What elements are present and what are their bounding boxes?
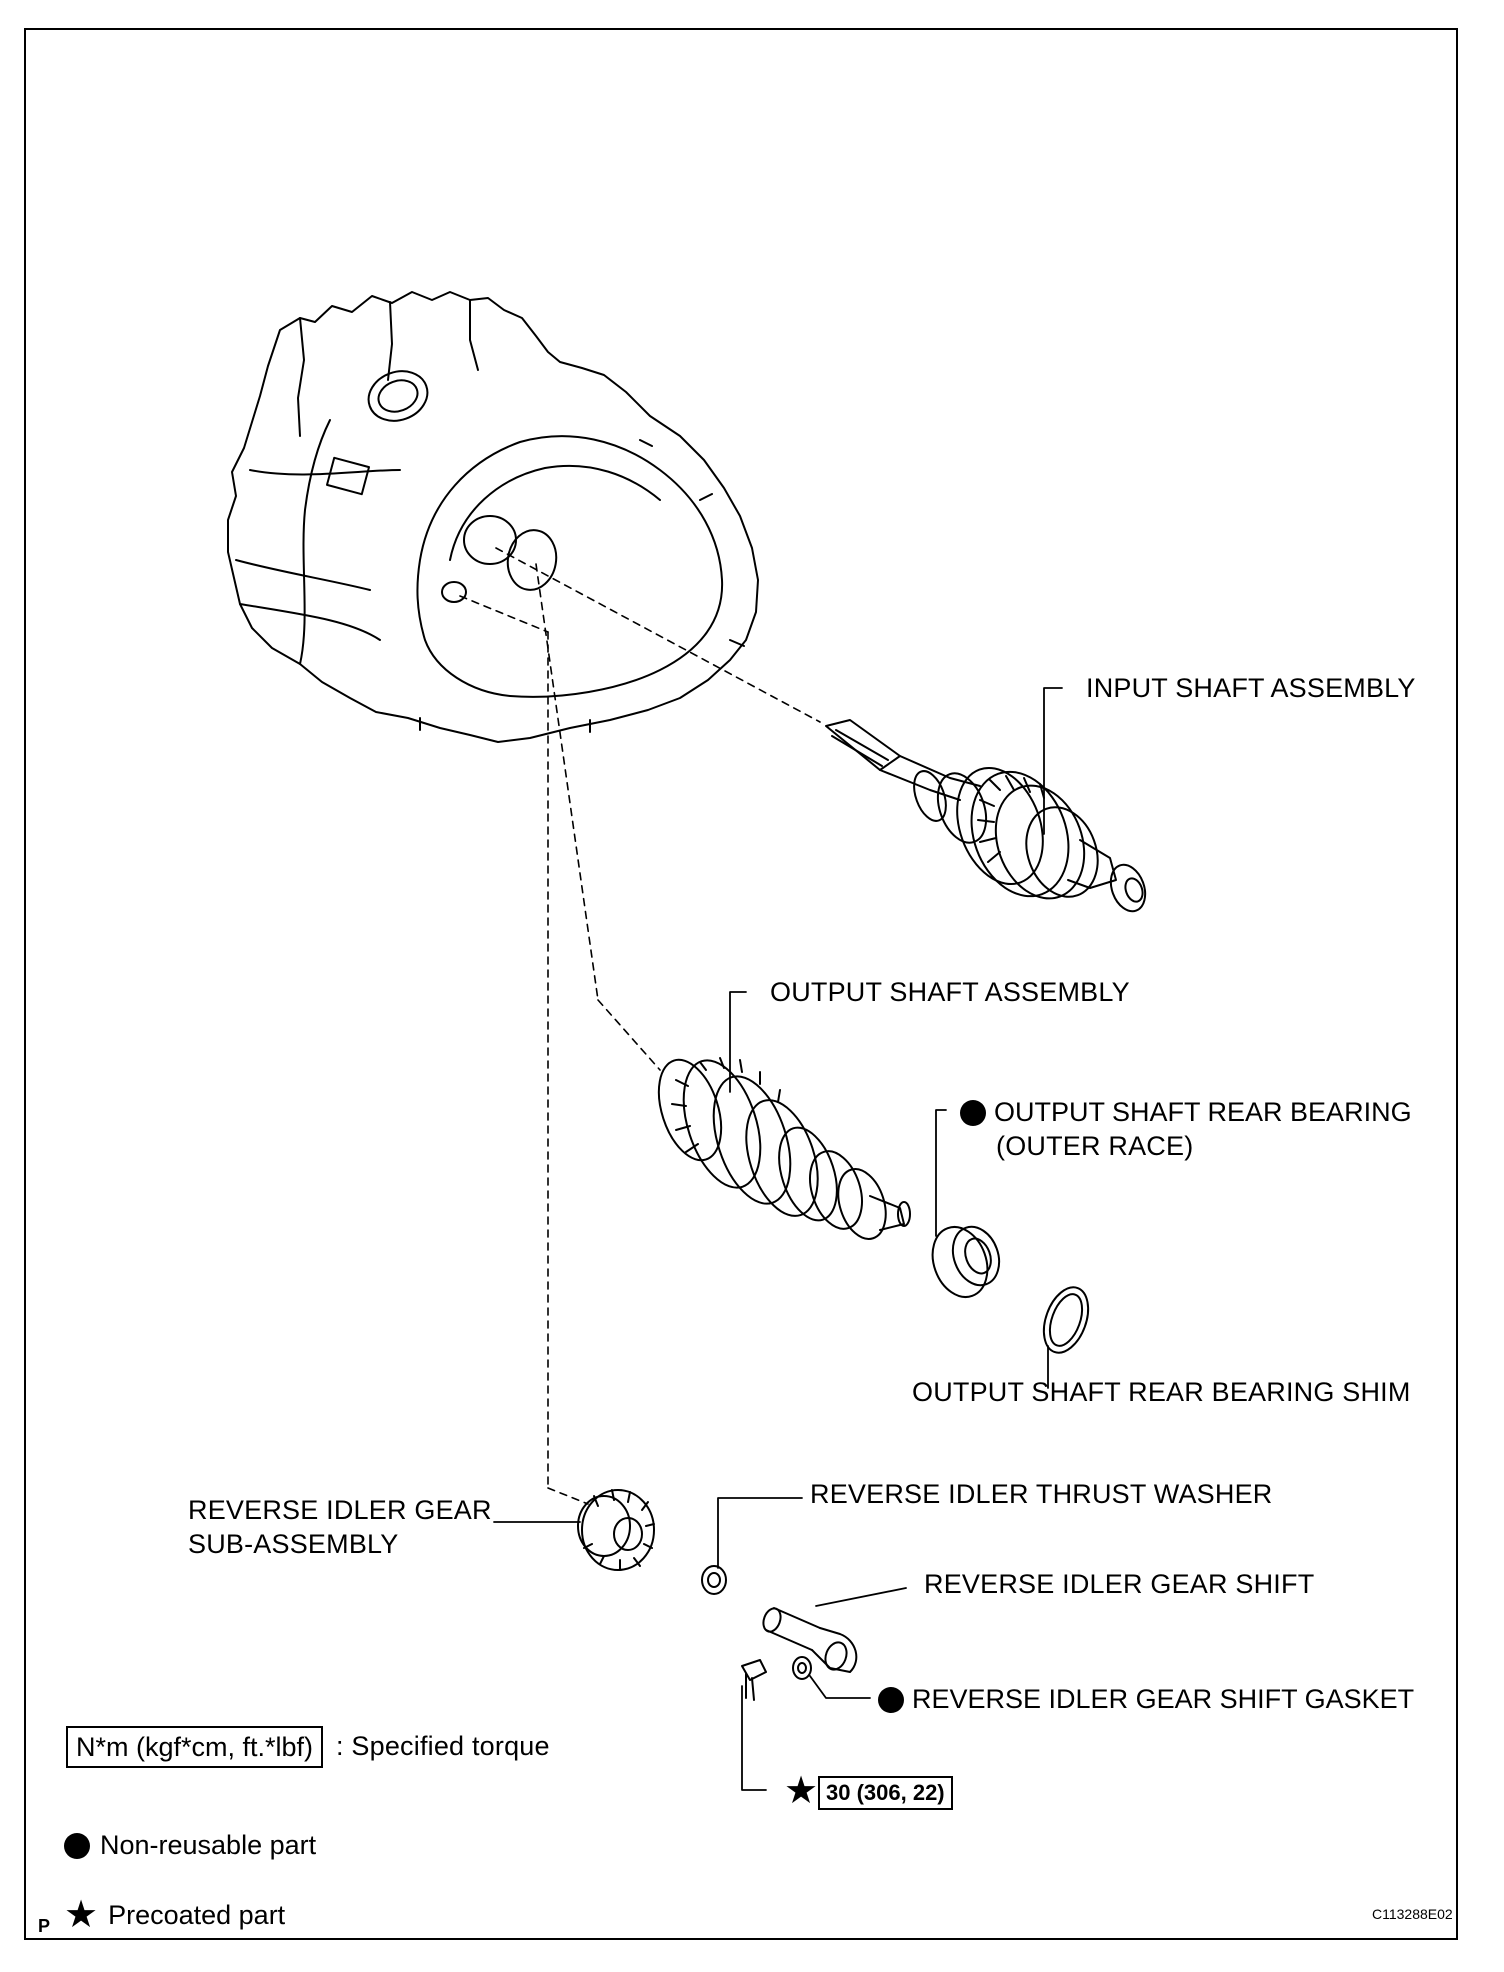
diagram-frame [24, 28, 1458, 1940]
torque-value-box: 30 (306, 22) [818, 1776, 953, 1811]
label-output-shaft-assembly: OUTPUT SHAFT ASSEMBLY [770, 977, 1130, 1007]
legend-non-reusable: Non-reusable part [64, 1830, 316, 1861]
star-icon: ★ [784, 1770, 819, 1812]
legend-torque-units: N*m (kgf*cm, ft.*lbf) [66, 1726, 324, 1769]
precoat-marker: ★ [784, 1772, 818, 1810]
rear-bearing-shim [1042, 1286, 1090, 1354]
reverse-idler-thrust-washer [701, 1565, 727, 1595]
output-shaft-assembly [657, 1057, 911, 1240]
footer-left-code: P [38, 1916, 51, 1936]
filled-circle-icon [64, 1832, 90, 1859]
label-shift-gasket: REVERSE IDLER GEAR SHIFT GASKET [878, 1684, 1414, 1715]
input-shaft-assembly [825, 719, 1147, 913]
reverse-idler-gear [577, 1489, 655, 1571]
shift-bolt [741, 1659, 767, 1701]
non-reusable-marker-icon [878, 1686, 904, 1713]
rear-bearing-outer-race [931, 1225, 1001, 1298]
label-thrust-washer: REVERSE IDLER THRUST WASHER [810, 1479, 1273, 1509]
label-gear-shift: REVERSE IDLER GEAR SHIFT [924, 1569, 1315, 1599]
leader-lines [493, 687, 1063, 1791]
star-icon: ★ [64, 1894, 99, 1936]
reverse-idler-gear-shift [762, 1607, 858, 1673]
transaxle-case [227, 291, 759, 743]
label-input-shaft-assembly: INPUT SHAFT ASSEMBLY [1086, 673, 1416, 703]
label-shift-gasket-text: REVERSE IDLER GEAR SHIFT GASKET [912, 1684, 1415, 1714]
alignment-lines [459, 547, 821, 1505]
figure-id: C113288E02 [1372, 1906, 1453, 1922]
legend-precoated: ★ Precoated part [64, 1896, 285, 1934]
label-rear-bearing-line2: (OUTER RACE) [996, 1131, 1194, 1161]
label-rear-bearing-line1: OUTPUT SHAFT REAR BEARING [994, 1097, 1412, 1127]
label-idler-gear-line1: REVERSE IDLER GEAR [188, 1495, 492, 1525]
label-rear-bearing-shim: OUTPUT SHAFT REAR BEARING SHIM [912, 1377, 1411, 1407]
non-reusable-marker-icon [960, 1099, 986, 1126]
reverse-idler-gear-shift-gasket [792, 1656, 812, 1680]
legend-non-reusable-text: Non-reusable part [100, 1830, 317, 1860]
legend-precoated-text: Precoated part [108, 1899, 286, 1930]
label-idler-gear-line2: SUB-ASSEMBLY [188, 1529, 399, 1559]
label-rear-bearing: OUTPUT SHAFT REAR BEARING [960, 1097, 1412, 1128]
legend-torque-text: : Specified torque [336, 1731, 550, 1761]
